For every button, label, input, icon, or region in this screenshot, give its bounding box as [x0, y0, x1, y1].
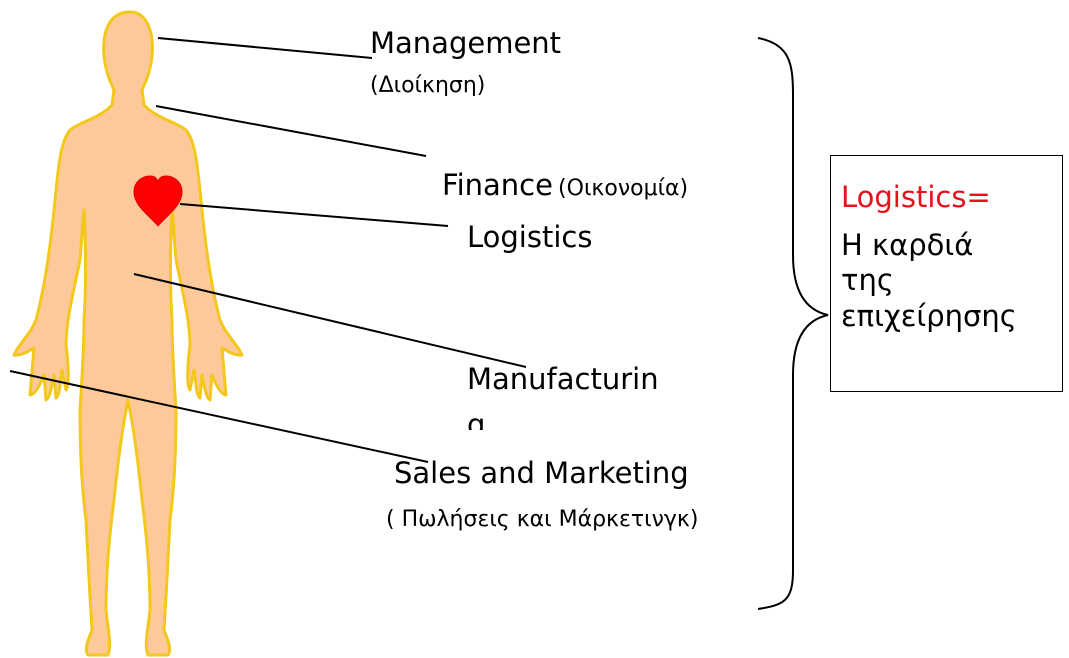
- leader-lines: [9, 37, 527, 463]
- heart-icon: [133, 175, 183, 227]
- human-body-icon: [12, 10, 244, 657]
- manufacturing-leader: [133, 273, 527, 368]
- sales-leader: [9, 370, 429, 463]
- management-label: Management: [370, 26, 562, 60]
- sales-greek-label: ( Πωλήσεις και Μάρκετινγκ): [386, 507, 699, 532]
- management-greek-label: (Διοίκηση): [370, 74, 486, 96]
- finance-greek-label: (Οικονομία): [558, 176, 689, 201]
- logistics-label: Logistics: [467, 220, 593, 254]
- logistics-leader: [179, 203, 449, 227]
- finance-label: Finance: [442, 168, 553, 202]
- finance-label-group: Finance (Οικονομία): [442, 168, 689, 202]
- callout-line: της: [841, 263, 894, 298]
- callout-line: Η καρδιά: [841, 228, 974, 262]
- callout-text: Η καρδιά της επιχείρησης: [841, 228, 1017, 334]
- curly-brace: [757, 37, 829, 610]
- sales-label: Sales and Marketing: [394, 456, 689, 490]
- management-leader: [157, 37, 373, 59]
- manufacturing-label-line2: g: [467, 410, 486, 430]
- callout-box: Logistics= Η καρδιά της επιχείρησης: [830, 155, 1063, 392]
- callout-line: επιχείρησης: [841, 298, 1017, 333]
- finance-leader: [155, 105, 427, 157]
- manufacturing-label-line1: Manufacturin: [467, 362, 659, 396]
- callout-title: Logistics=: [841, 180, 991, 214]
